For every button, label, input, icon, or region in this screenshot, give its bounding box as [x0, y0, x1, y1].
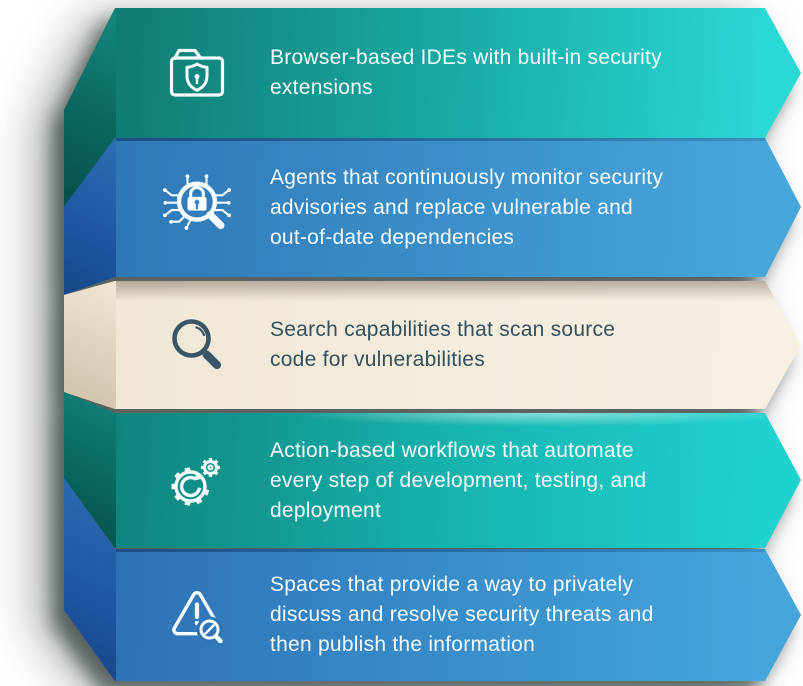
magnifier-lock-circuit-icon	[159, 170, 235, 246]
banner-text: Search capabilities that scan source cod…	[270, 315, 615, 375]
banner-text-line: out-of-date dependencies	[270, 226, 515, 249]
banner-text-line: Agents that continuously monitor securit…	[270, 166, 664, 189]
warning-scan-icon	[159, 577, 235, 653]
banner-text-line: Search capabilities that scan source	[270, 318, 616, 341]
gear-automation-icon	[159, 442, 235, 518]
banner-text: Spaces that provide a way to privately d…	[270, 570, 654, 660]
banner-text-line: Spaces that provide a way to privately	[270, 573, 634, 596]
folder-shield-icon	[159, 35, 235, 111]
banner-text-line: discuss and resolve security threats and	[270, 603, 654, 626]
banner-text: Browser-based IDEs with built-in securit…	[270, 43, 662, 103]
banner-row-workflows-automate: Action-based workflows that automate eve…	[64, 392, 801, 548]
banner-text-line: advisories and replace vulnerable and	[270, 196, 633, 219]
banner-text-line: code for vulnerabilities	[270, 348, 485, 371]
banner-text: Agents that continuously monitor securit…	[270, 163, 663, 253]
banner-text-line: every step of development, testing, and	[270, 469, 647, 492]
banner-text-line: Action-based workflows that automate	[270, 439, 634, 462]
banner-text-line: then publish the information	[270, 633, 535, 656]
banner-row-search-scan: Search capabilities that scan source cod…	[64, 281, 801, 409]
ribbon-fold	[64, 281, 116, 409]
banner-text-line: deployment	[270, 499, 382, 522]
banner-text-line: Browser-based IDEs with built-in securit…	[270, 46, 662, 69]
magnifier-icon	[159, 307, 235, 383]
banner-text: Action-based workflows that automate eve…	[270, 436, 646, 526]
banner-text-line: extensions	[270, 76, 373, 99]
banner-row-agents-monitor: Agents that continuously monitor securit…	[64, 138, 801, 295]
